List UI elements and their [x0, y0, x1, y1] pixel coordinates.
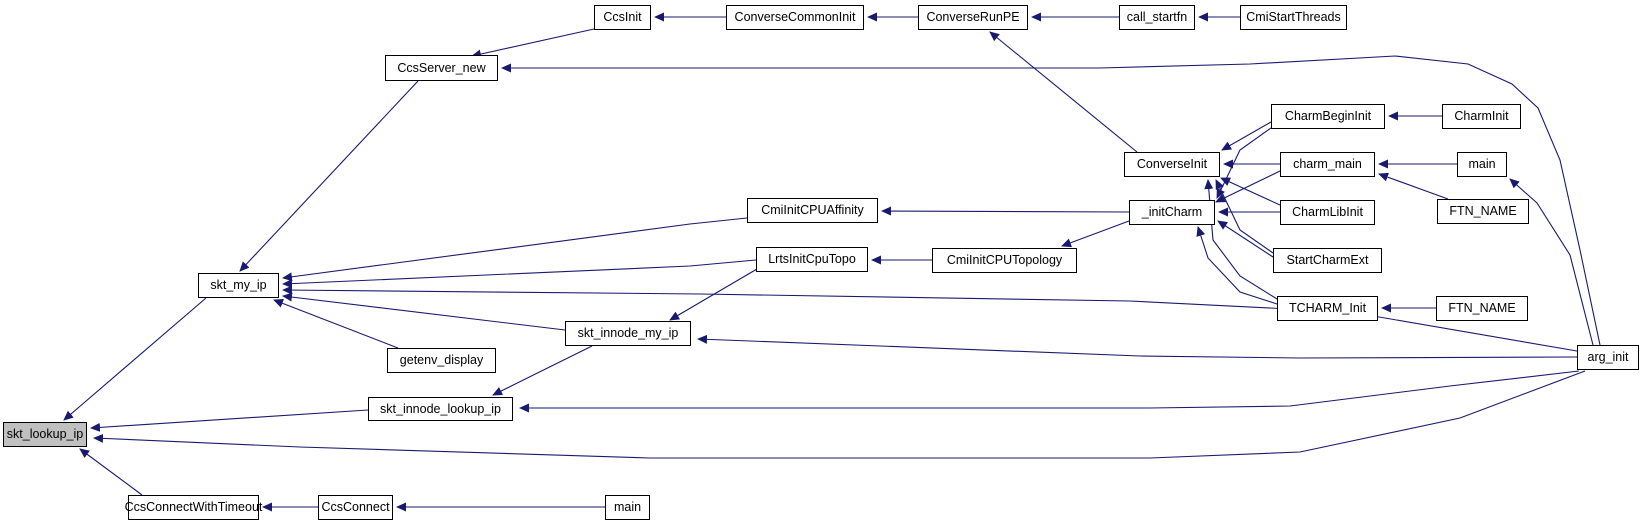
edge-charm_main-to-_initCharm: [1215, 170, 1281, 203]
node-CmiStartThreads[interactable]: CmiStartThreads: [1240, 5, 1347, 30]
node-ConverseInit[interactable]: ConverseInit: [1124, 152, 1220, 177]
node-StartCharmExt[interactable]: StartCharmExt: [1273, 248, 1382, 273]
edge-arg_init-to-skt_innode_my_ip: [697, 334, 1578, 359]
node-CmiInitCPUTopology[interactable]: CmiInitCPUTopology: [932, 248, 1077, 273]
node-CharmLibInit[interactable]: CharmLibInit: [1280, 200, 1375, 225]
edge-CmiInitCPUAffinity-to-skt_my_ip: [282, 217, 748, 282]
node-skt_innode_my_ip[interactable]: skt_innode_my_ip: [565, 321, 691, 346]
node-CcsServer_new[interactable]: CcsServer_new: [385, 55, 498, 81]
edge-arg_init-to-skt_innode_lookup_ip: [519, 370, 1580, 413]
edge-CcsConnectWithTimeout-to-skt_lookup_ip: [79, 448, 143, 496]
node-skt_my_ip[interactable]: skt_my_ip: [198, 273, 279, 298]
node-CharmInit[interactable]: CharmInit: [1442, 104, 1521, 129]
edge-LrtsInitCpuTopo-to-skt_my_ip: [282, 259, 757, 289]
node-ConverseCommonInit[interactable]: ConverseCommonInit: [726, 5, 864, 30]
edge-LrtsInitCpuTopo-to-skt_innode_my_ip: [669, 268, 758, 321]
edge-skt_innode_my_ip-to-skt_my_ip: [282, 292, 566, 331]
edge-getenv_display-to-skt_my_ip: [273, 299, 399, 349]
node-getenv_display[interactable]: getenv_display: [387, 348, 496, 373]
node-_initCharm[interactable]: _initCharm: [1129, 200, 1215, 225]
edge-TCHARM_Init-to-_initCharm: [1196, 226, 1278, 305]
node-CmiInitCPUAffinity[interactable]: CmiInitCPUAffinity: [747, 198, 878, 223]
edge-StartCharmExt-to-ConverseInit: [1215, 179, 1274, 254]
edge-FTN_NAME_top-to-charm_main: [1378, 172, 1449, 200]
edge-arg_init-to-skt_lookup_ip: [93, 370, 1586, 459]
node-arg_init[interactable]: arg_init: [1577, 345, 1639, 370]
edge-arg_init-to-skt_my_ip: [282, 285, 1578, 352]
edge-skt_my_ip-to-skt_lookup_ip: [63, 297, 207, 421]
node-main_top[interactable]: main: [1457, 152, 1507, 177]
edge-arg_init-to-CcsServer_new: [501, 55, 1601, 346]
node-CharmBeginInit[interactable]: CharmBeginInit: [1271, 104, 1385, 129]
edge-CharmBeginInit-to-_initCharm: [1216, 127, 1272, 199]
edge-StartCharmExt-to-_initCharm: [1217, 220, 1274, 258]
node-charm_main[interactable]: charm_main: [1280, 152, 1375, 177]
edge-TCHARM_Init-to-ConverseInit: [1204, 179, 1278, 300]
edge-CharmLibInit-to-ConverseInit: [1220, 177, 1281, 206]
node-FTN_NAME_bottom[interactable]: FTN_NAME: [1436, 296, 1528, 321]
edge-_initCharm-to-CmiInitCPUAffinity: [881, 206, 1130, 216]
node-TCHARM_Init[interactable]: TCHARM_Init: [1277, 296, 1378, 321]
node-CcsConnectWithTimeout[interactable]: CcsConnectWithTimeout: [125, 495, 262, 520]
node-FTN_NAME_top[interactable]: FTN_NAME: [1437, 199, 1529, 224]
edge-CharmBeginInit-to-ConverseInit: [1221, 121, 1272, 151]
edge-skt_innode_my_ip-to-skt_innode_lookup_ip: [492, 345, 593, 396]
edge-skt_innode_lookup_ip-to-skt_lookup_ip: [90, 409, 369, 432]
node-CcsInit[interactable]: CcsInit: [594, 5, 651, 30]
edge-_initCharm-to-CmiInitCPUTopology: [1061, 220, 1130, 248]
node-skt_innode_lookup_ip[interactable]: skt_innode_lookup_ip: [368, 397, 513, 421]
edge-arg_init-to-main_top: [1509, 178, 1594, 346]
edge-CcsInit-to-CcsServer_new: [471, 28, 595, 59]
node-ConverseRunPE[interactable]: ConverseRunPE: [918, 5, 1028, 30]
node-call_startfn[interactable]: call_startfn: [1119, 5, 1195, 30]
node-main_bottom[interactable]: main: [605, 495, 650, 520]
edge-CcsServer_new-to-skt_my_ip: [239, 80, 419, 272]
node-CcsConnect[interactable]: CcsConnect: [318, 495, 393, 520]
node-LrtsInitCpuTopo[interactable]: LrtsInitCpuTopo: [756, 247, 868, 272]
node-skt_lookup_ip: skt_lookup_ip: [3, 422, 87, 447]
edge-ConverseInit-to-ConverseRunPE: [989, 31, 1138, 153]
